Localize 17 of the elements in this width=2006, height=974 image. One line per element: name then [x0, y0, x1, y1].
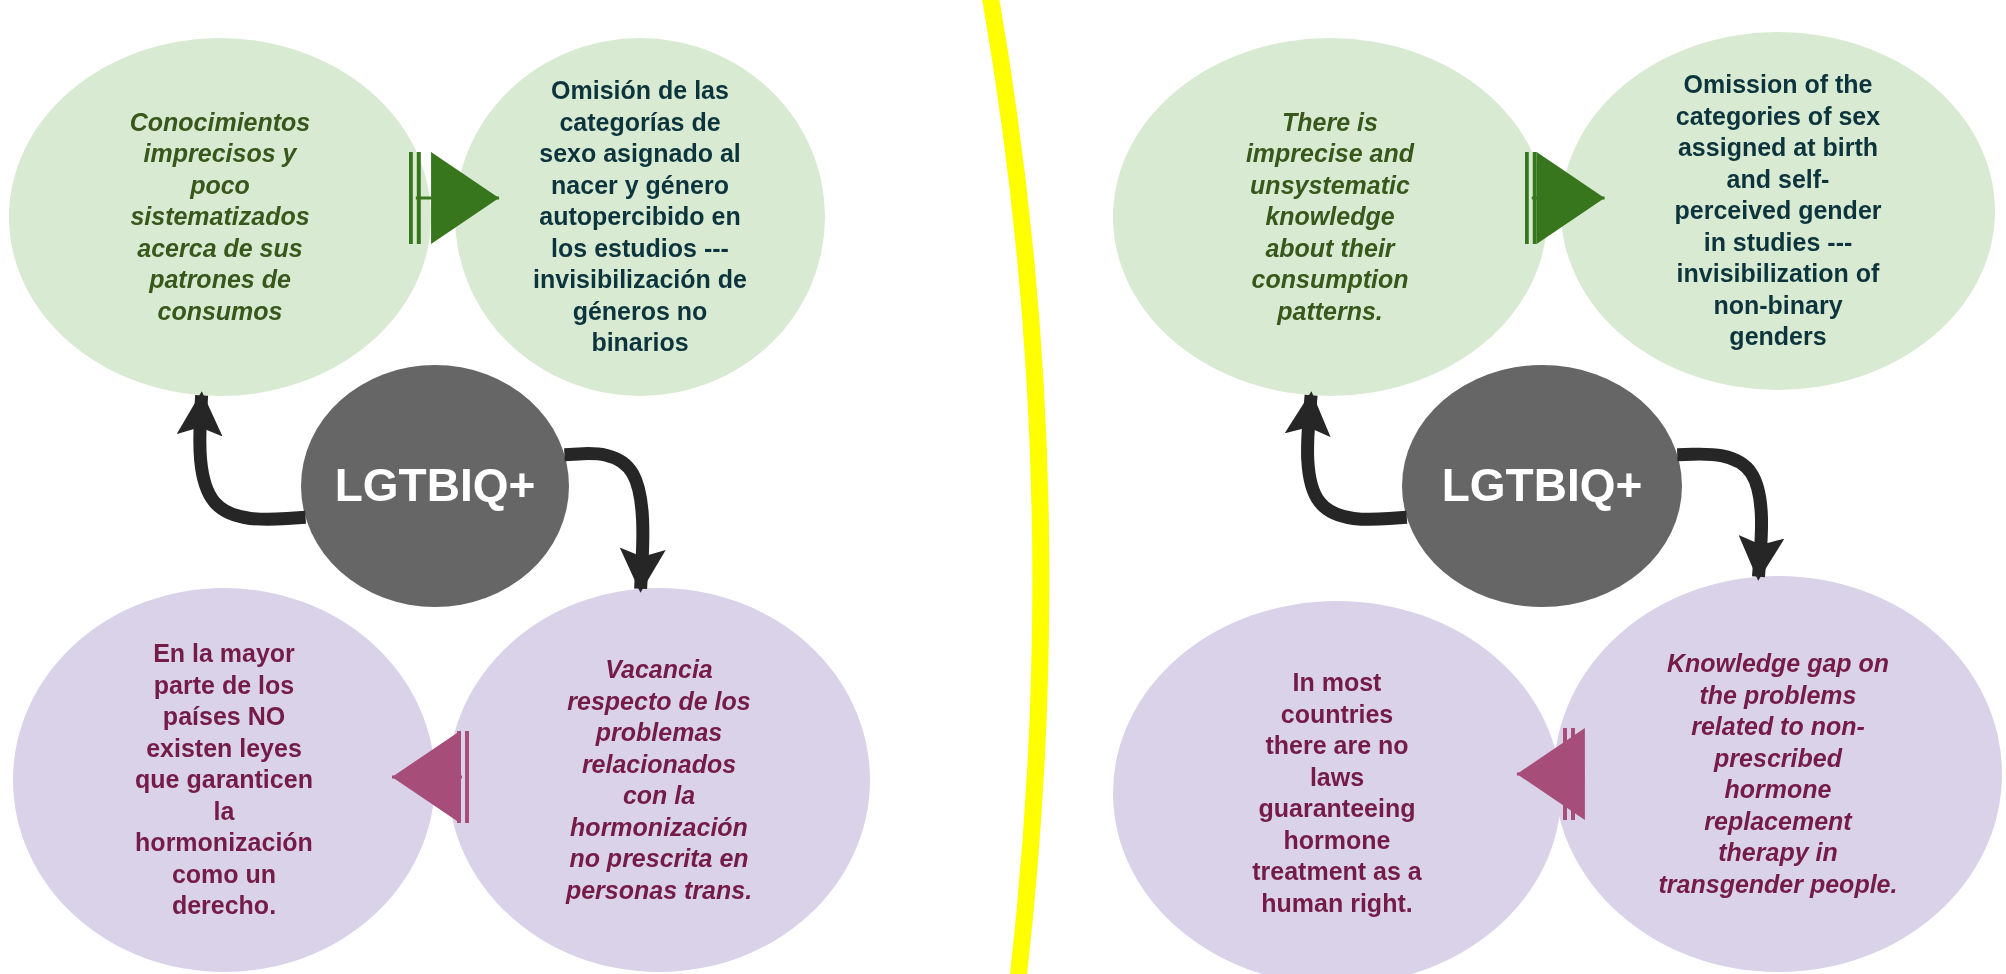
node-text: In most countries there are no laws guaranteeing hormone treatment as a human right.	[1251, 667, 1423, 919]
node-text: Knowledge gap on the problems related to non-prescribed hormone replacement therapy in transgender people.	[1658, 648, 1898, 900]
node-text: Omission of the categories of sex assigned at birth and self-perceived gender in studies --- invisibilization of non-binary genders	[1673, 69, 1883, 353]
triangle-arrow	[408, 152, 500, 244]
node-text: En la mayor parte de los países NO existen leyes que garanticen la hormonización como un derecho.	[134, 638, 314, 922]
node-text: There is imprecise and unsystematic knowledge about their consumption patterns.	[1245, 106, 1415, 327]
curved-arrow	[1677, 447, 1785, 581]
center-label: LGTBIQ+	[334, 458, 536, 513]
node-text: Vacancia respecto de los problemas relacionados con la hormonización no prescrita en personas trans.	[564, 654, 754, 906]
triangle-arrow	[1524, 152, 1605, 244]
triangle-arrow	[391, 731, 470, 823]
curved-arrow	[176, 391, 306, 526]
center-label: LGTBIQ+	[1441, 458, 1643, 513]
node-text: Omisión de las categorías de sexo asignado al nacer y género autopercibido en los estudios --- invisibilización de géneros no binarios	[532, 75, 748, 359]
curved-arrow	[1284, 391, 1408, 526]
triangle-arrow	[1516, 728, 1585, 820]
node-text: Conocimientos imprecisos y poco sistematizados acerca de sus patrones de consumos	[128, 106, 312, 327]
